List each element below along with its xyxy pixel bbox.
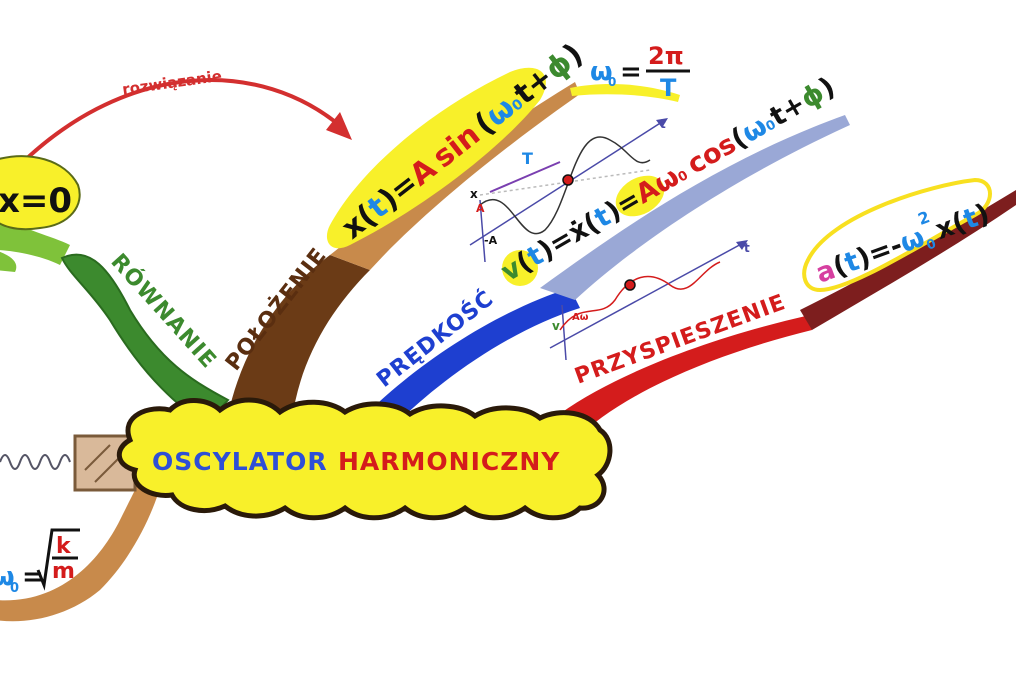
- branch-spring-formula: [0, 480, 160, 622]
- graph1-point: [562, 174, 574, 186]
- spring: [0, 454, 71, 470]
- center-word-harmoniczny: HARMONICZNY: [338, 447, 560, 476]
- equation-bubble: [0, 155, 81, 231]
- velocity-amplitude-highlight: [615, 175, 665, 217]
- arrow-label: rozwiązanie: [121, 67, 223, 99]
- omega-num: 2π: [648, 42, 684, 70]
- omega-eq: =: [620, 57, 642, 87]
- graph2-label-aw: Aω: [572, 312, 589, 323]
- omega-period-formula: ω 0 = 2π T: [590, 42, 690, 102]
- branch-predkosc: [360, 288, 580, 425]
- graph1-label-t: t: [660, 117, 666, 131]
- graph2-curve: [559, 261, 721, 331]
- graph1-curve: [479, 136, 651, 235]
- omega-k-sub: 0: [10, 581, 19, 596]
- sqrt-sign: [36, 528, 80, 591]
- arrow-head: [326, 112, 352, 140]
- arrow-curve: [8, 78, 347, 177]
- branch-polozenie: [228, 255, 370, 420]
- velocity-v-highlight: [502, 250, 538, 286]
- graph1-label-a: A: [476, 202, 485, 215]
- equation-rhs: x=0: [0, 181, 72, 221]
- branch-przyspieszenie: [545, 315, 812, 440]
- graph2-v-axis: [561, 304, 567, 361]
- omega-k-m: m: [52, 559, 75, 584]
- graph1-period-line: [489, 161, 561, 193]
- position-bubble: [326, 67, 546, 249]
- branch-przyspieszenie-upper: [800, 190, 1016, 330]
- solution-arrow: rozwiązanie: [8, 67, 352, 177]
- graph2-t-arrow: [736, 240, 748, 250]
- omega-k-k: k: [56, 534, 72, 559]
- velocity-graph: v t Aω: [549, 240, 750, 361]
- graph1-label-period: T: [522, 149, 533, 168]
- graph2-point: [624, 279, 636, 291]
- omega-den: T: [660, 74, 677, 102]
- acceleration-formula: a(t)=-ω02x(t): [808, 188, 995, 293]
- graph1-x-axis: [479, 199, 486, 263]
- branch-green-light-tip: [0, 251, 17, 272]
- svg-text:x(t)=Asin(ω0t+ϕ): x(t)=Asin(ω0t+ϕ): [335, 37, 590, 247]
- graph2-label-v: v: [552, 319, 560, 333]
- hatch-1: [84, 444, 111, 471]
- graph2-label-t: t: [744, 241, 750, 255]
- acceleration-bubble: [802, 177, 992, 293]
- position-formula: x(t)=Asin(ω0t+ϕ): [335, 37, 590, 247]
- omega-period-underline: [570, 84, 680, 102]
- omega-sub: 0: [608, 75, 616, 89]
- svg-text:a(t)=-ω02x(t): a(t)=-ω02x(t): [808, 188, 995, 293]
- branch-rownanie: [60, 253, 230, 427]
- spring-mass-illustration: [0, 434, 137, 492]
- graph1-label-x: x: [470, 187, 478, 201]
- center-word-oscylator: OSCYLATOR: [152, 447, 328, 476]
- branch-predkosc-upper: [540, 115, 850, 300]
- omega-k-eq: =: [22, 562, 44, 592]
- central-node: [116, 397, 613, 521]
- graph1-label-neg-a: -A: [484, 234, 498, 247]
- omega-k-formula: ω 0 = k m: [0, 528, 80, 596]
- graph1-t-arrow: [656, 118, 668, 128]
- omega-k-omega: ω: [0, 562, 15, 592]
- omega-symbol: ω: [590, 57, 613, 87]
- graph2-t-axis: [549, 241, 746, 349]
- position-graph: x t A -A T: [469, 117, 668, 263]
